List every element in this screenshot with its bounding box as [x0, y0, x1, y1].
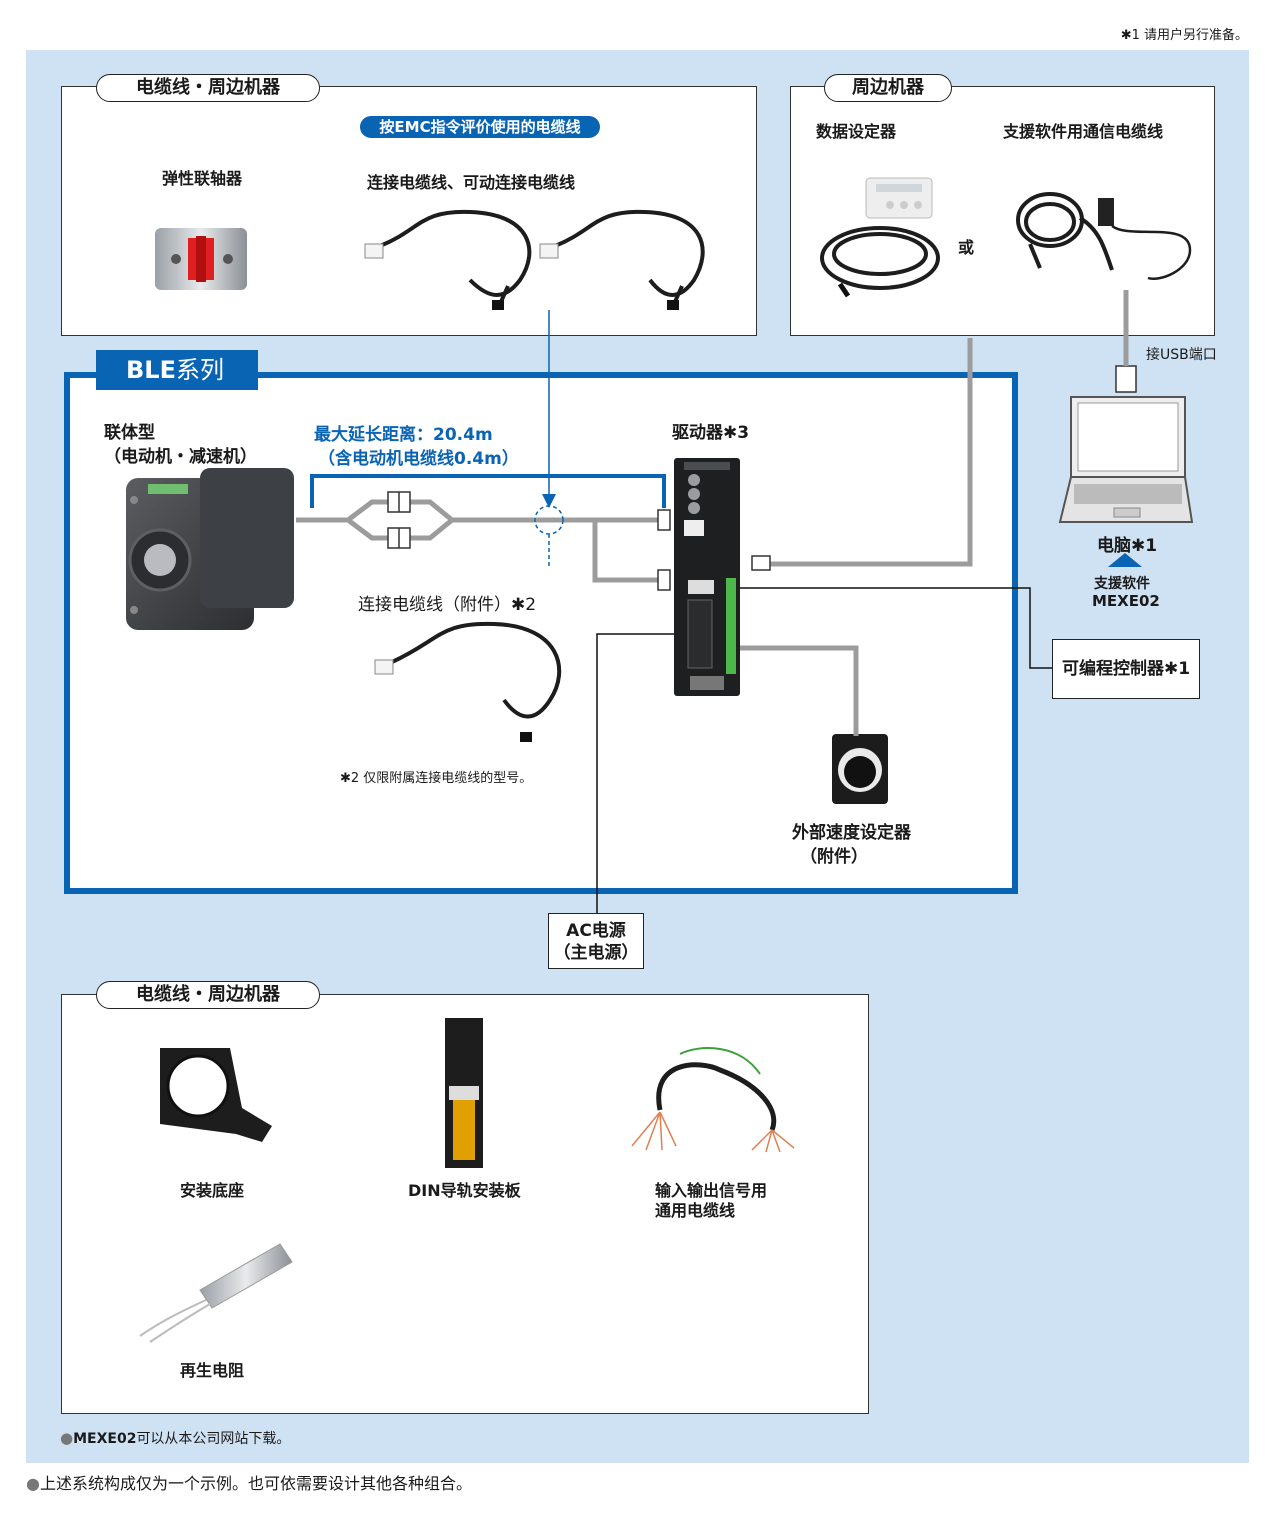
motor-type-label: 联体型 [104, 423, 155, 443]
mount-base-label: 安装底座 [180, 1181, 245, 1200]
data-setter-label: 数据设定器 [816, 122, 897, 141]
footer-note: ●上述系统构成仅为一个示例。也可依需要设计其他各种组合。 [26, 1470, 472, 1494]
data-setter-image [820, 177, 940, 298]
pc-label: 电脑✱1 [1097, 536, 1158, 556]
driver-image [674, 458, 740, 696]
ac-power-callout: AC电源 （主电源） [548, 913, 644, 969]
bullet-icon: ● [60, 1429, 74, 1447]
emc-badge: 按EMC指令评价使用的电缆线 [360, 116, 600, 138]
speed-setter-image [832, 734, 888, 804]
plc-label: 可编程控制器✱1 [1061, 659, 1191, 679]
regen-resistor-image [139, 1243, 293, 1343]
din-rail-plate-label: DIN导轨安装板 [408, 1181, 521, 1200]
io-cable-sub-label: 通用电缆线 [655, 1201, 736, 1220]
peripheral-box-top-right [790, 86, 1215, 336]
ble-series-tab: BLE系列 [96, 350, 258, 390]
peripheral-bottom-title: 电缆线・周边机器 [96, 981, 320, 1009]
footer-note-text: 上述系统构成仅为一个示例。也可依需要设计其他各种组合。 [39, 1474, 472, 1493]
mexe-note-bold: MEXE02 [73, 1431, 137, 1447]
signal-lines [596, 587, 1052, 913]
geared-motor-image [126, 468, 294, 630]
cable-connector-icon [520, 732, 532, 742]
ac-power-label: AC电源 [566, 921, 626, 941]
ble-series-name: BLE [126, 356, 176, 384]
motor-type-sub-label: （电动机・减速机） [104, 447, 257, 467]
comm-cable-label: 支援软件用通信电缆线 [1003, 122, 1164, 141]
mount-base-image [160, 1048, 272, 1142]
top-note: ✱1 请用户另行准备。 [1120, 28, 1248, 43]
or-label: 或 [958, 238, 975, 257]
emc-arrow-head-icon [542, 494, 556, 508]
ac-power-sub-label: （主电源） [553, 943, 639, 963]
speed-setter-sub-label: （附件） [800, 847, 868, 867]
cable-connector-icons [387, 365, 1137, 591]
driver-label: 驱动器✱3 [672, 423, 750, 443]
usb-port-label: 接USB端口 [1146, 347, 1217, 363]
cable-connector-icons [364, 243, 679, 310]
accessory-cable-image [391, 621, 562, 719]
cable-lines [296, 338, 973, 736]
plc-callout: 可编程控制器✱1 [1052, 639, 1200, 699]
max-extension-sub-label: （含电动机电缆线0.4m） [318, 449, 519, 469]
peripheral-top-right-title: 周边机器 [824, 74, 952, 102]
pc-arrow-up-icon [1108, 553, 1142, 567]
io-cable-image [631, 1047, 795, 1153]
support-software-label: 支援软件 [1094, 576, 1150, 592]
accessory-cable-label: 连接电缆线（附件）✱2 [358, 595, 537, 615]
accessory-cable-note: ✱2 仅限附属连接电缆线的型号。 [340, 771, 533, 786]
peripheral-top-left-title: 电缆线・周边机器 [96, 74, 320, 102]
max-extension-label: 最大延长距离：20.4m [314, 425, 493, 445]
bullet-icon: ● [26, 1474, 40, 1493]
coupling-label: 弹性联轴器 [162, 169, 243, 188]
coupling-image [155, 228, 247, 290]
ble-series-suffix: 系列 [175, 356, 224, 384]
mexe-note-text: 可以从本公司网站下载。 [136, 1431, 291, 1447]
comm-cable-image [1016, 192, 1192, 280]
regen-resistor-label: 再生电阻 [180, 1361, 245, 1380]
connection-cable-label: 连接电缆线、可动连接电缆线 [367, 173, 576, 192]
io-cable-label: 输入输出信号用 [655, 1181, 768, 1200]
din-rail-plate-image [445, 1018, 483, 1168]
ble-series-frame [64, 372, 1018, 894]
mexe02-label: MEXE02 [1092, 592, 1160, 610]
cable-connector-icon [374, 659, 394, 675]
laptop-image [1058, 396, 1194, 523]
mexe-download-note: ●MEXE02可以从本公司网站下载。 [60, 1428, 290, 1448]
max-extension-bracket [310, 474, 666, 508]
speed-setter-label: 外部速度设定器 [792, 823, 911, 843]
